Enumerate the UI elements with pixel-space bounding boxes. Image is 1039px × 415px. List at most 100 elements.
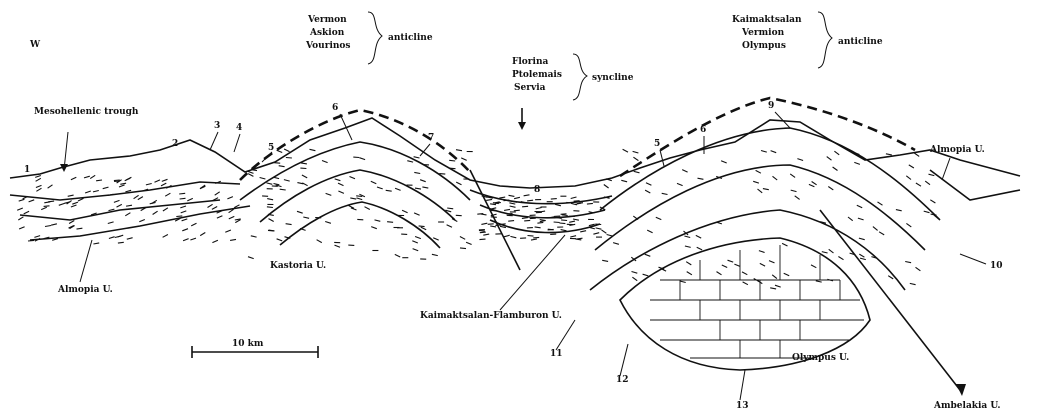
texture-tick <box>929 174 935 175</box>
anticline-west-name-1: Vermon <box>307 15 347 25</box>
anticline-east-name-3: Olympus <box>742 41 786 51</box>
texture-tick <box>93 191 99 192</box>
texture-tick <box>570 236 576 237</box>
texture-tick <box>44 206 50 207</box>
texture-tick <box>510 206 516 207</box>
texture-tick <box>696 235 701 238</box>
texture-tick <box>860 258 866 260</box>
texture-tick <box>623 149 628 152</box>
texture-tick <box>280 189 286 190</box>
texture-tick <box>561 214 567 215</box>
west-layer-3 <box>30 206 250 240</box>
syncline-name-1: Florina <box>512 57 549 67</box>
syncline-name-2: Ptolemais <box>512 70 562 80</box>
syncline-layer-1 <box>470 190 612 204</box>
almopia-east-label: Almopia U. <box>929 145 985 155</box>
kastoria-fold-inner <box>280 202 440 248</box>
texture-tick <box>698 178 704 179</box>
texture-tick <box>507 214 513 215</box>
texture-tick <box>873 227 878 231</box>
texture-tick <box>161 183 166 186</box>
texture-tick <box>829 249 834 253</box>
texture-tick <box>229 216 235 219</box>
texture-tick <box>790 174 795 178</box>
pointer-12 <box>620 344 628 376</box>
texture-tick <box>888 276 893 279</box>
bracket-east <box>818 12 832 68</box>
texture-tick <box>407 161 413 162</box>
texture-tick <box>251 236 257 237</box>
west-layer-1 <box>10 182 240 200</box>
almopia-east-pointer <box>942 158 950 180</box>
texture-tick <box>59 203 65 205</box>
texture-tick <box>771 151 777 153</box>
texture-tick <box>350 177 356 179</box>
texture-tick <box>466 242 472 244</box>
olympus-dome <box>620 238 870 370</box>
texture-tick <box>914 153 919 156</box>
texture-tick <box>533 237 539 238</box>
texture-tick <box>784 273 790 276</box>
texture-tick <box>495 225 501 226</box>
texture-tick <box>643 274 649 276</box>
texture-tick <box>422 187 428 188</box>
texture-tick <box>580 231 586 232</box>
texture-tick <box>504 209 510 210</box>
texture-tick <box>301 163 307 164</box>
texture-tick <box>645 254 651 256</box>
texture-tick <box>687 272 692 275</box>
scale-bar: 10 km <box>192 339 318 358</box>
anticline-east-type: anticline <box>838 37 883 47</box>
texture-tick <box>208 204 213 207</box>
texture-tick <box>759 251 765 253</box>
anticline-east-name-1: Kaimaktsalan <box>732 15 802 25</box>
texture-tick <box>125 190 131 192</box>
texture-tick <box>646 183 651 186</box>
texture-tick <box>551 199 557 200</box>
texture-tick <box>326 193 332 195</box>
texture-tick <box>134 195 139 198</box>
texture-tick <box>721 161 727 163</box>
texture-tick <box>359 158 365 160</box>
num-8: 8 <box>534 185 540 195</box>
texture-tick <box>509 203 515 204</box>
texture-tick <box>126 205 132 206</box>
texture-tick <box>274 163 280 164</box>
texture-tick <box>36 188 41 191</box>
texture-tick <box>139 220 145 222</box>
texture-tick <box>447 225 452 228</box>
texture-tick <box>183 239 189 241</box>
texture-tick <box>931 214 937 215</box>
texture-tick <box>190 238 196 240</box>
bracket-center <box>573 54 587 100</box>
texture-tick <box>419 226 425 227</box>
num-12: 12 <box>616 375 629 385</box>
texture-tick <box>433 238 439 240</box>
texture-tick <box>524 220 530 221</box>
texture-tick <box>677 183 683 185</box>
texture-tick <box>69 221 74 224</box>
texture-tick <box>775 285 781 287</box>
texture-tick <box>782 243 787 246</box>
texture-tick <box>449 160 455 161</box>
texture-tick <box>338 183 344 186</box>
texture-tick <box>85 191 91 193</box>
texture-tick <box>163 208 168 211</box>
almopia-west-label: Almopia U. <box>57 285 113 295</box>
num-10: 10 <box>990 261 1003 271</box>
texture-tick <box>48 201 54 202</box>
brick-joints <box>680 245 840 358</box>
texture-tick <box>84 176 90 178</box>
texture-tick <box>848 217 853 221</box>
num-5a: 5 <box>268 143 274 153</box>
texture-tick <box>162 179 168 181</box>
texture-tick <box>230 239 236 240</box>
texture-tick <box>273 177 279 178</box>
num-6a: 6 <box>332 103 338 113</box>
texture-tick <box>269 219 274 222</box>
texture-tick <box>656 217 662 219</box>
texture-tick <box>191 223 196 226</box>
texture-tick <box>536 208 542 209</box>
texture-tick <box>297 211 303 213</box>
texture-tick <box>179 193 185 194</box>
